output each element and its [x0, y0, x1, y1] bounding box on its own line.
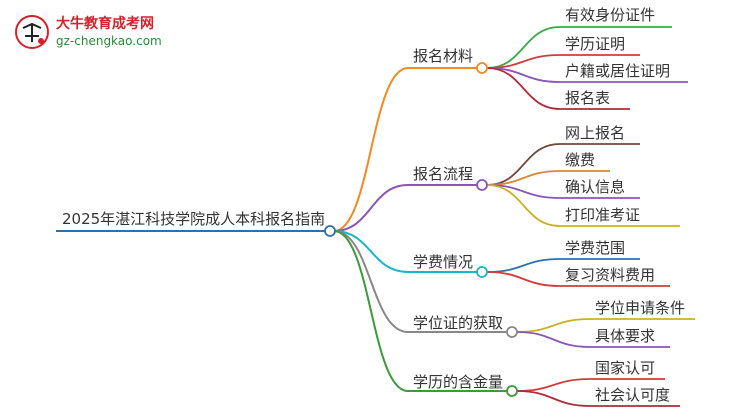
leaf-print-admission: 打印准考证 — [565, 206, 641, 224]
leaf-specific-requirements: 具体要求 — [595, 327, 656, 345]
branch-node-degree[interactable] — [506, 326, 518, 338]
branch-label-value: 学历的含金量 — [413, 373, 504, 391]
leaf-connector-online-registration — [486, 143, 561, 186]
branch-label-materials: 报名材料 — [413, 47, 474, 65]
leaf-degree-conditions: 学位申请条件 — [595, 299, 686, 317]
leaf-connector-national-recognition — [516, 378, 591, 392]
branch-label-degree: 学位证的获取 — [413, 314, 504, 332]
branch-label-tuition: 学费情况 — [413, 253, 474, 271]
leaf-connector-tuition-range — [486, 258, 561, 273]
logo-title: 大牛教育成考网 — [56, 16, 154, 32]
branch-node-value[interactable] — [506, 385, 518, 397]
leaf-connector-print-admission — [486, 184, 561, 227]
leaf-application-form: 报名表 — [565, 89, 611, 107]
branch-connector-degree — [333, 230, 409, 333]
branch-node-tuition[interactable] — [476, 266, 488, 278]
leaf-payment: 缴费 — [565, 151, 596, 169]
logo-url: gz-chengkao.com — [56, 34, 162, 48]
site-logo: 大牛教育成考网 gz-chengkao.com — [14, 14, 162, 50]
branch-node-materials[interactable] — [476, 62, 488, 74]
branch-node-process[interactable] — [476, 179, 488, 191]
leaf-connector-degree-conditions — [516, 318, 591, 333]
leaf-id-card: 有效身份证件 — [565, 6, 656, 24]
leaf-connector-id-card — [486, 26, 561, 69]
branch-connector-value — [333, 230, 409, 392]
leaf-review-materials: 复习资料费用 — [565, 266, 656, 284]
logo-mark-icon — [15, 15, 49, 49]
branch-connector-tuition — [333, 230, 409, 273]
leaf-connector-social-recognition — [516, 390, 591, 407]
root-node[interactable] — [324, 225, 336, 237]
leaf-national-recognition: 国家认可 — [595, 359, 656, 377]
leaf-confirm-info: 确认信息 — [565, 178, 626, 196]
root-topic: 2025年湛江科技学院成人本科报名指南 — [62, 210, 326, 228]
leaf-social-recognition: 社会认可度 — [595, 386, 671, 404]
leaf-residence-proof: 户籍或居住证明 — [565, 62, 671, 80]
branch-label-process: 报名流程 — [413, 165, 474, 183]
leaf-connector-review-materials — [486, 271, 561, 287]
branch-connector-process — [333, 184, 409, 232]
leaf-connector-application-form — [486, 67, 561, 110]
leaf-tuition-range: 学费范围 — [565, 239, 626, 257]
leaf-online-registration: 网上报名 — [565, 124, 626, 142]
leaf-education-proof: 学历证明 — [565, 35, 626, 53]
leaf-connector-specific-requirements — [516, 331, 591, 348]
branch-connector-materials — [333, 67, 409, 232]
